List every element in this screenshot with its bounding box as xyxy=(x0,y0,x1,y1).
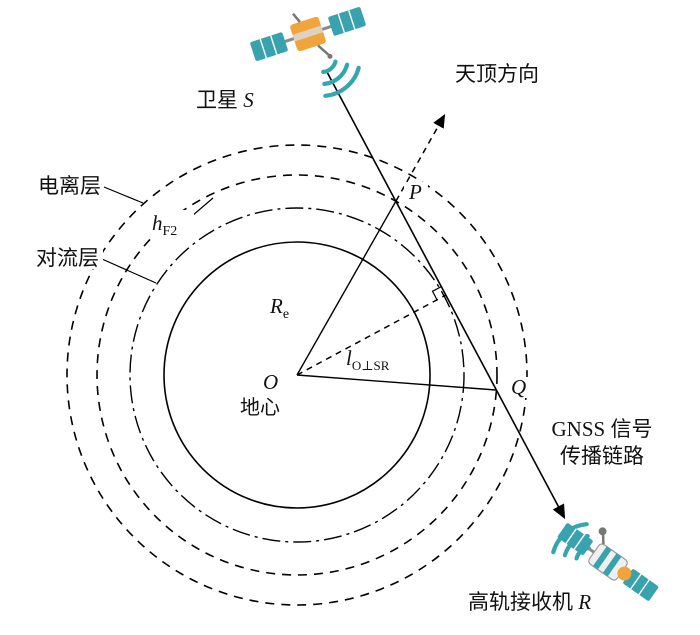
perpendicular-length-label: lO⊥SR xyxy=(346,346,390,373)
satellite-panel-right xyxy=(328,7,366,36)
satellite-signal-arc-2 xyxy=(322,62,350,86)
ionosphere-leader-line xyxy=(103,186,144,204)
receiver-dish xyxy=(598,527,607,536)
satellite-panel-grid xyxy=(259,10,356,59)
satellite-top-antenna xyxy=(292,12,301,23)
earth-center-label: 地心 xyxy=(240,396,280,419)
satellite-signal-icon xyxy=(321,59,361,98)
ionosphere-outer-ring xyxy=(66,144,528,606)
receiver-nose xyxy=(617,566,632,581)
gnss-link-label-line1: GNSS 信号 xyxy=(552,417,653,441)
hf2-label-backing xyxy=(146,210,194,236)
satellite-icon xyxy=(250,7,366,61)
point-q-label: Q xyxy=(511,375,526,399)
satellite-label: 卫星 S xyxy=(196,88,254,112)
hf2-label: hF2 xyxy=(152,211,177,239)
point-p-backing xyxy=(404,182,428,203)
troposphere-label: 对流层 xyxy=(36,246,99,270)
center-o-label: O xyxy=(263,370,278,394)
satellite-antenna xyxy=(317,44,330,56)
troposphere-label-backing xyxy=(33,247,103,269)
receiver-body-stripe-1 xyxy=(592,546,612,570)
radius-line-OP xyxy=(296,200,397,376)
earth-radius-label: Re xyxy=(269,294,289,322)
receiver-dish-arm xyxy=(601,534,605,545)
right-angle-mark xyxy=(431,286,442,301)
receiver-label: 高轨接收机 R xyxy=(468,590,591,614)
satellite-signal-arc-3 xyxy=(323,65,361,98)
ionosphere-f2-ring xyxy=(96,174,498,576)
satellite-panel-left xyxy=(250,32,288,61)
satellite-antenna-tip xyxy=(327,53,333,59)
radius-line-OQ xyxy=(296,374,497,391)
point-p-label: P xyxy=(408,180,422,204)
earth-circle xyxy=(163,241,431,509)
satellite-signal-arc-1 xyxy=(321,59,338,74)
receiver-panel-left xyxy=(557,523,593,555)
signal-path-line xyxy=(326,71,566,520)
receiver-panel-right xyxy=(623,569,659,601)
hf2-leader-line xyxy=(191,197,214,217)
receiver-body-stripe-2 xyxy=(602,553,622,577)
ionosphere-label: 电离层 xyxy=(38,174,101,198)
satellite-body-band xyxy=(292,25,324,42)
receiver-icon xyxy=(557,523,659,601)
receiver-panel-grid xyxy=(565,528,650,596)
gnss-link-label-line2: 传播链路 xyxy=(560,444,644,468)
troposphere-ring xyxy=(129,207,465,543)
point-q-backing xyxy=(506,377,532,398)
troposphere-leader-line xyxy=(101,258,157,284)
zenith-label: 天顶方向 xyxy=(455,62,539,86)
